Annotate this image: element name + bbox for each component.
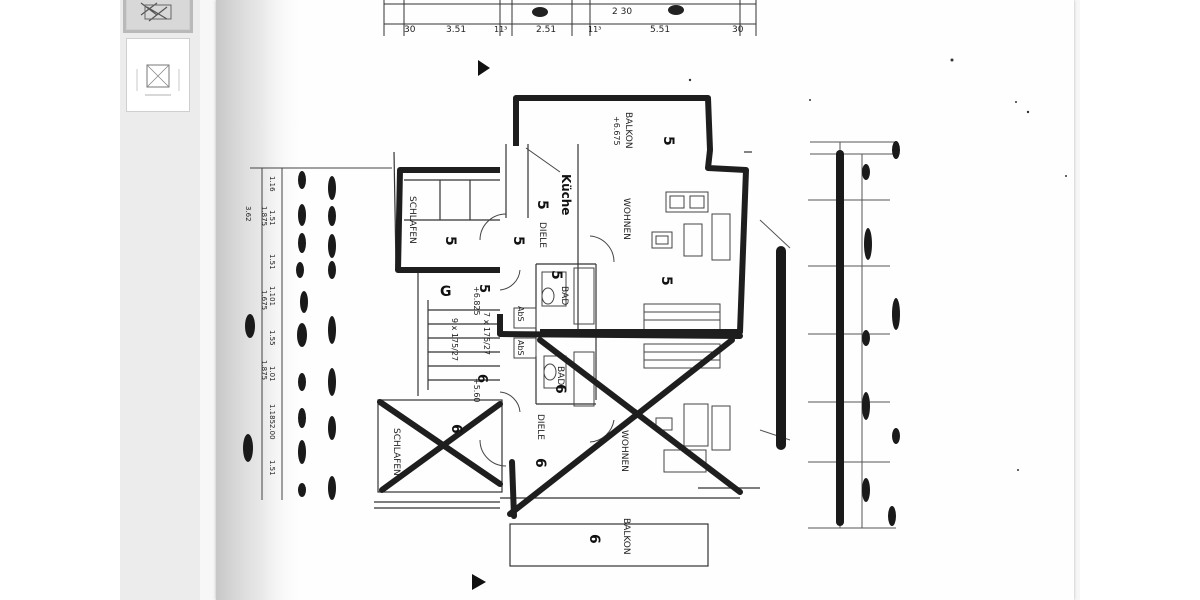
room-label-diele-upper: DIELE — [537, 222, 547, 248]
floor-plan: 30 3.51 11³ 2.51 11³ 5.51 30 2 30 — [216, 0, 1067, 600]
unit-mark-kueche: 5 — [534, 200, 550, 210]
thumbnail-2-preview — [127, 39, 189, 111]
dim-left-12: 3.62 — [244, 206, 252, 222]
unit-mark-stair-lower: 6 — [474, 374, 489, 383]
dim-left-11: 1.51 — [268, 460, 276, 476]
right-redaction-blobs — [776, 141, 900, 526]
dim-left-1: 1.51 — [268, 210, 276, 226]
top-dimension-blobs — [532, 5, 684, 17]
page-thumbnail-2[interactable] — [126, 38, 190, 112]
dim-left-4: 1.101 — [268, 286, 276, 306]
unit-mark-diele-lower: 6 — [532, 458, 548, 468]
room-label-diele-lower: DIELE — [535, 414, 545, 440]
unit-mark-schlafen-upper: 5 — [442, 236, 458, 246]
furniture — [513, 191, 731, 473]
room-labels: SCHLAFEN SCHLAFEN DIELE DIELE WOHNEN WOH… — [391, 112, 633, 555]
stair-note-left: 9 x 175/27 — [450, 318, 459, 361]
dim-top-1: 3.51 — [446, 25, 466, 35]
dim-top-3: 2.51 — [536, 25, 556, 35]
unit-mark-bad-lower: 6 — [552, 384, 568, 394]
level-balkon-upper: +6.675 — [612, 116, 621, 146]
unit-mark-diele-upper: 5 — [510, 236, 526, 246]
unit-mark-bad-upper: 5 — [548, 270, 564, 280]
room-label-wohnen-upper: WOHNEN — [621, 198, 631, 240]
thick-outline-upper-unit — [395, 95, 749, 335]
left-dimension-lines — [250, 167, 392, 500]
left-dimension-labels: 1.16 1.51 1.875 1.51 1.101 1.675 1.55 1.… — [244, 176, 276, 476]
dim-left-2: 1.875 — [260, 206, 268, 226]
door-swings — [479, 147, 615, 467]
abs-label-lower: AbS — [516, 340, 525, 356]
dim-top-6: 30 — [732, 25, 744, 35]
stair-note-right: 7 x 175/27 — [482, 312, 491, 355]
section-marker-bottom — [472, 574, 486, 590]
dim-left-3: 1.51 — [268, 254, 276, 270]
room-label-kueche: Küche — [559, 174, 573, 215]
top-dimension-lines — [383, 0, 757, 36]
thumbnail-1-preview — [127, 0, 189, 29]
dim-left-10: 2.00 — [268, 424, 276, 440]
dim-left-8: 1.01 — [268, 366, 276, 382]
unit-mark-schlafen-lower: 6 — [448, 424, 464, 434]
unit-mark-balkon-upper: 5 — [660, 136, 676, 146]
scan-specks — [688, 58, 1067, 471]
room-label-schlafen-upper: SCHLAFEN — [407, 196, 417, 244]
abs-label-upper: AbS — [516, 306, 525, 322]
unit-mark-wohnen-upper: 5 — [658, 276, 674, 286]
cross-out-lower-unit — [377, 331, 743, 519]
dim-left-6: 1.55 — [268, 330, 276, 346]
document-view[interactable]: 30 3.51 11³ 2.51 11³ 5.51 30 2 30 — [200, 0, 1080, 600]
level-stair-upper: +6.825 — [472, 286, 481, 316]
scan-shadow — [216, 0, 306, 600]
dim-left-0: 1.16 — [268, 176, 276, 192]
dim-left-7: 1.875 — [260, 360, 268, 380]
dim-left-9: 1.185 — [268, 404, 276, 424]
room-label-balkon-upper: BALKON — [623, 112, 633, 149]
dim-top-2: 11³ — [494, 25, 507, 34]
dim-top-5: 5.51 — [650, 25, 670, 35]
left-redaction-blobs — [243, 171, 336, 500]
section-marker-top — [478, 60, 490, 76]
dim-left-5: 1.675 — [260, 290, 268, 310]
room-label-bad-lower: BAD — [555, 366, 565, 385]
page-thumbnail-1[interactable] — [123, 0, 193, 33]
thumbnail-sidebar — [120, 0, 201, 600]
room-label-schlafen-lower: SCHLAFEN — [391, 428, 401, 476]
g-mark: G — [440, 284, 452, 300]
room-label-wohnen-lower: WOHNEN — [619, 430, 629, 472]
handwritten-unit-marks: 5 5 5 5 5 5 5 6 6 6 6 6 — [442, 136, 676, 544]
top-dimension-labels: 30 3.51 11³ 2.51 11³ 5.51 30 2 30 — [404, 7, 744, 35]
plan-thin-walls — [374, 144, 760, 567]
page-1: 30 3.51 11³ 2.51 11³ 5.51 30 2 30 — [216, 0, 1074, 600]
dim-top-0: 30 — [404, 25, 416, 35]
dim-top-4: 11³ — [588, 25, 601, 34]
unit-mark-stair-upper: 5 — [476, 284, 491, 293]
unit-mark-balkon-lower: 6 — [586, 534, 602, 544]
dim-top-7: 2 30 — [612, 7, 632, 17]
level-stair-lower: +5.60 — [472, 378, 481, 403]
room-label-balkon-lower: BALKON — [621, 518, 631, 555]
room-label-bad-upper: BAD — [559, 286, 569, 305]
